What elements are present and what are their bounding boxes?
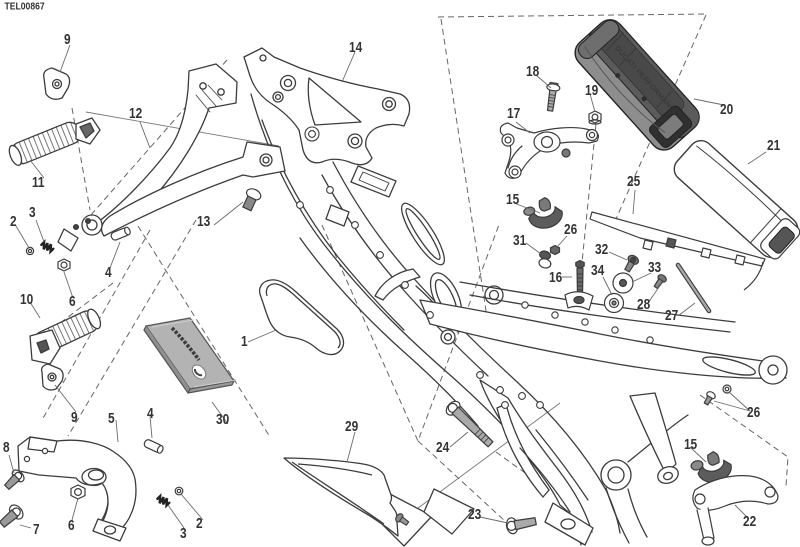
svg-text:26: 26 — [564, 221, 577, 237]
svg-text:21: 21 — [767, 137, 780, 153]
svg-text:2: 2 — [10, 213, 17, 229]
svg-text:11: 11 — [32, 174, 45, 190]
svg-text:25: 25 — [627, 173, 640, 189]
svg-text:15: 15 — [506, 191, 519, 207]
svg-text:27: 27 — [665, 307, 678, 323]
svg-text:28: 28 — [637, 296, 650, 312]
svg-text:29: 29 — [345, 418, 358, 434]
svg-text:4: 4 — [105, 264, 112, 280]
svg-text:7: 7 — [33, 521, 40, 537]
svg-text:8: 8 — [3, 439, 10, 455]
svg-text:9: 9 — [71, 409, 78, 425]
svg-text:6: 6 — [69, 293, 76, 309]
svg-text:10: 10 — [20, 291, 33, 307]
svg-text:33: 33 — [648, 259, 661, 275]
svg-text:18: 18 — [526, 63, 539, 79]
svg-text:24: 24 — [436, 439, 450, 455]
svg-text:3: 3 — [29, 204, 36, 220]
svg-text:TEL00867: TEL00867 — [5, 1, 45, 13]
svg-text:14: 14 — [349, 39, 363, 55]
svg-text:5: 5 — [108, 410, 115, 426]
svg-text:2: 2 — [196, 515, 203, 531]
svg-text:13: 13 — [197, 213, 210, 229]
svg-text:3: 3 — [180, 525, 187, 541]
svg-text:12: 12 — [129, 105, 142, 121]
svg-text:20: 20 — [720, 101, 733, 117]
svg-text:15: 15 — [684, 436, 697, 452]
svg-text:9: 9 — [64, 31, 71, 47]
svg-text:4: 4 — [147, 405, 154, 421]
svg-text:30: 30 — [216, 411, 229, 427]
svg-text:19: 19 — [585, 82, 598, 98]
svg-text:31: 31 — [513, 232, 526, 248]
svg-text:26: 26 — [747, 404, 760, 420]
svg-text:23: 23 — [468, 506, 481, 522]
svg-text:32: 32 — [595, 241, 608, 257]
svg-text:16: 16 — [549, 269, 562, 285]
svg-text:6: 6 — [68, 517, 75, 533]
svg-text:34: 34 — [591, 262, 605, 278]
svg-text:22: 22 — [743, 513, 756, 529]
svg-text:1: 1 — [241, 333, 248, 349]
svg-text:17: 17 — [507, 105, 520, 121]
